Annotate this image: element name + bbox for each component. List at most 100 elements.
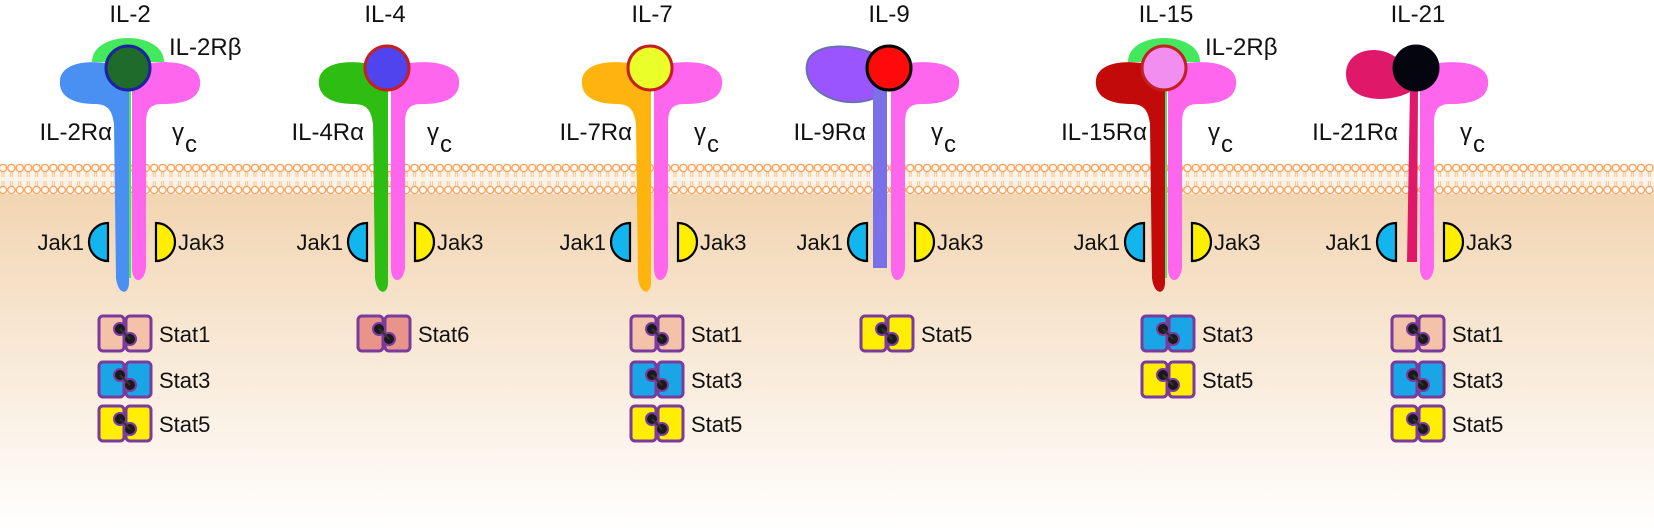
lipid-head xyxy=(1124,185,1133,195)
lipid-head xyxy=(23,185,33,195)
lipid-head xyxy=(1233,163,1243,173)
lipid-head xyxy=(275,163,285,173)
lipid-head xyxy=(1393,185,1402,195)
lipid-head xyxy=(712,163,722,173)
lipid-head xyxy=(763,163,772,173)
lipid-head xyxy=(1015,185,1024,195)
alpha-chain-stem xyxy=(1407,88,1418,262)
lipid-head xyxy=(779,163,789,173)
lipid-head xyxy=(998,163,1007,173)
lipid-head xyxy=(74,185,83,195)
lipid-head xyxy=(1048,163,1058,173)
lipid-head xyxy=(1527,185,1537,195)
alpha-chain-stem xyxy=(873,88,887,268)
lipid-head xyxy=(317,185,327,195)
cytokine-label: IL-15 xyxy=(1139,1,1194,28)
lipid-head xyxy=(1636,163,1646,173)
lipid-head xyxy=(242,163,251,173)
lipid-head xyxy=(107,185,117,195)
lipid-head xyxy=(771,185,781,195)
lipid-head xyxy=(595,163,604,173)
lipid-head xyxy=(485,185,495,195)
lipid-head xyxy=(628,163,638,173)
lipid-head xyxy=(1510,163,1520,173)
lipid-head xyxy=(217,163,226,173)
stat-dimer-stat5: Stat5 xyxy=(1140,360,1253,399)
lipid-head xyxy=(905,163,915,173)
stat-label: Stat3 xyxy=(1452,368,1503,393)
lipid-head xyxy=(200,163,209,173)
lipid-head xyxy=(275,185,285,195)
alpha-chain-label: IL-9Rα xyxy=(793,119,866,146)
lipid-head xyxy=(166,185,176,195)
lipid-head xyxy=(183,163,193,173)
lipid-head xyxy=(527,163,537,173)
lipid-head xyxy=(1048,185,1058,195)
lipid-head xyxy=(410,163,419,173)
lipid-head xyxy=(1031,163,1041,173)
lipid-head xyxy=(1519,163,1528,173)
lipid-head xyxy=(989,185,999,195)
lipid-head xyxy=(1451,185,1461,195)
lipid-head xyxy=(863,163,873,173)
lipid-head xyxy=(1132,185,1142,195)
lipid-head xyxy=(65,185,75,195)
stat-label: Stat1 xyxy=(159,322,210,347)
lipid-head xyxy=(443,185,453,195)
jak1-shape xyxy=(87,221,110,263)
lipid-head xyxy=(259,163,268,173)
lipid-head xyxy=(922,185,932,195)
jak3-shape xyxy=(154,221,177,263)
phospho-bond xyxy=(119,374,131,386)
phospho-bond xyxy=(119,328,131,340)
gamma-c-subscript: c xyxy=(707,131,719,158)
lipid-head xyxy=(292,163,302,173)
lipid-head xyxy=(91,185,100,195)
lipid-head xyxy=(519,185,529,195)
lipid-head xyxy=(1477,185,1486,195)
jak3-shape xyxy=(1442,221,1465,263)
gamma-c-label: γ xyxy=(694,119,706,146)
lipid-head xyxy=(23,163,33,173)
lipid-head xyxy=(813,163,823,173)
lipid-head xyxy=(158,185,167,195)
lipid-head xyxy=(326,185,335,195)
lipid-head xyxy=(695,185,705,195)
lipid-head xyxy=(32,163,41,173)
lipid-head xyxy=(620,185,629,195)
lipid-head xyxy=(469,163,478,173)
lipid-head xyxy=(225,185,235,195)
cytokine-label: IL-21 xyxy=(1391,1,1446,28)
lipid-head xyxy=(595,185,604,195)
lipid-head xyxy=(1586,185,1595,195)
lipid-head xyxy=(351,163,361,173)
phospho-bond xyxy=(1412,328,1424,340)
lipid-head xyxy=(553,185,562,195)
lipid-head xyxy=(746,163,755,173)
lipid-head xyxy=(1468,185,1478,195)
lipid-head xyxy=(1594,163,1604,173)
lipid-head xyxy=(1065,163,1075,173)
phospho-bond xyxy=(1162,328,1174,340)
lipid-head xyxy=(149,163,159,173)
lipid-head xyxy=(435,163,445,173)
lipid-head xyxy=(1351,163,1360,173)
jak1-shape xyxy=(609,221,632,263)
lipid-head xyxy=(1208,163,1217,173)
lipid-head xyxy=(1225,185,1234,195)
lipid-head xyxy=(788,163,797,173)
lipid-head xyxy=(1544,185,1553,195)
lipid-head xyxy=(561,163,571,173)
jak1-label: Jak1 xyxy=(297,230,343,255)
lipid-head xyxy=(1090,163,1100,173)
lipid-head xyxy=(914,185,923,195)
lipid-head xyxy=(1519,185,1528,195)
lipid-head xyxy=(1107,185,1117,195)
cytokine-il-21 xyxy=(1392,44,1440,92)
lipid-head xyxy=(956,185,965,195)
lipid-head xyxy=(586,185,596,195)
alpha-chain-label: IL-21Rα xyxy=(1312,119,1398,146)
